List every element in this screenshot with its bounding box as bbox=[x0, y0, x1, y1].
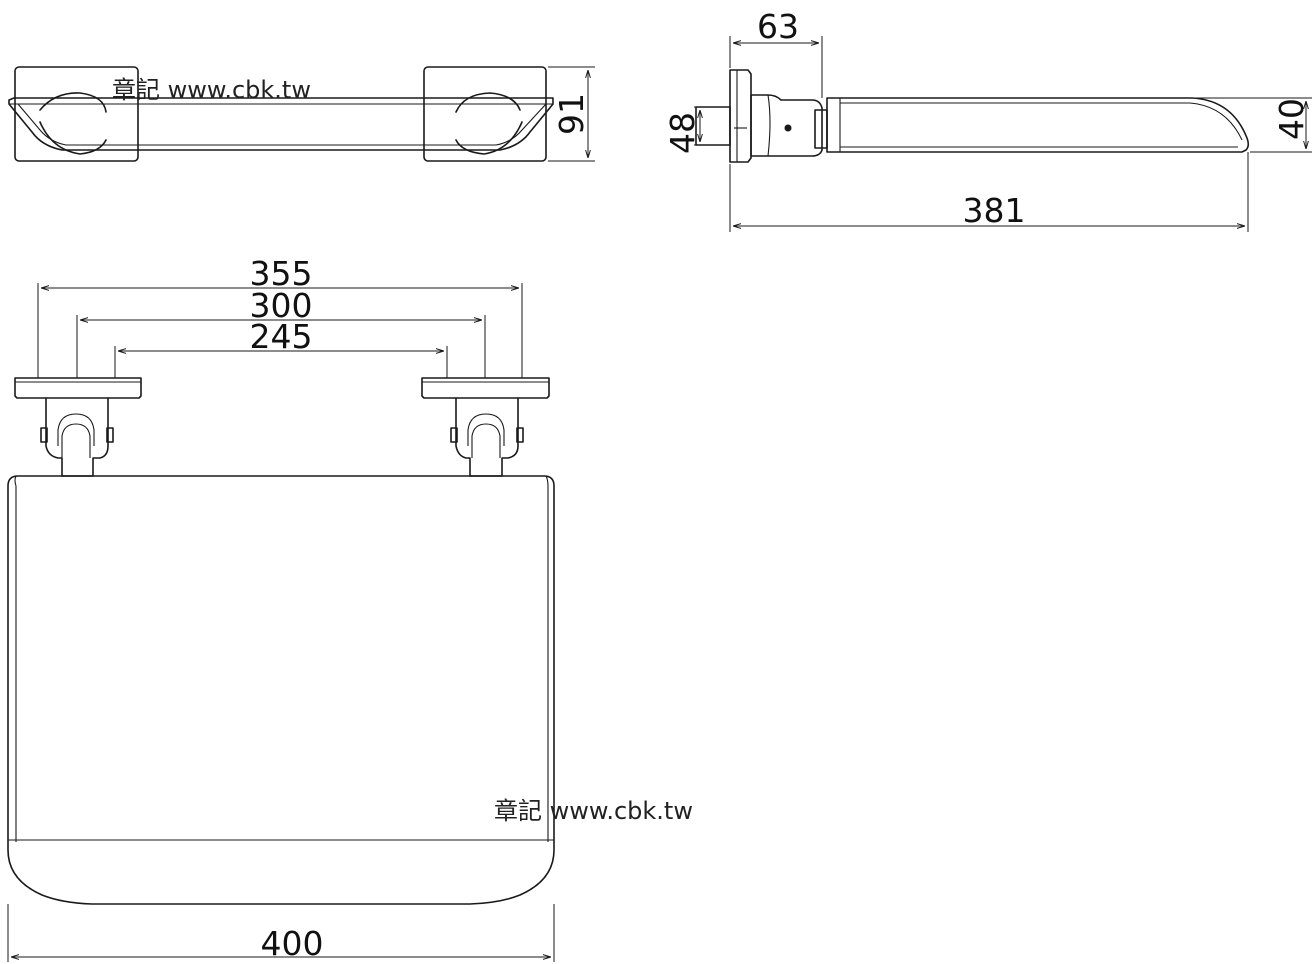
pivot-screw-icon bbox=[784, 124, 792, 132]
plan-left-screw-b-icon bbox=[106, 427, 114, 443]
left-wall-plate bbox=[14, 66, 139, 162]
front-view: 91 bbox=[8, 66, 595, 162]
dim-inner-span: 245 bbox=[250, 317, 313, 356]
plan-right-bracket bbox=[455, 397, 519, 477]
watermark-bottom: 章記 www.cbk.tw bbox=[494, 791, 693, 826]
watermark-top-prefix: 章記 bbox=[112, 76, 160, 104]
seat-board bbox=[7, 475, 555, 905]
plan-left-screw-a-icon bbox=[40, 427, 48, 443]
side-hinge bbox=[814, 109, 828, 149]
dim-side-length: 381 bbox=[963, 191, 1026, 230]
plan-left-wall-plate bbox=[14, 377, 142, 399]
dim-top-height: 91 bbox=[552, 93, 591, 135]
plan-right-screw-a-icon bbox=[450, 427, 458, 443]
seat-bar bbox=[8, 97, 554, 151]
plan-view: 355 300 245 400 bbox=[7, 254, 555, 963]
side-view: 63 48 40 381 bbox=[663, 7, 1312, 232]
watermark-top: 章記 www.cbk.tw bbox=[112, 70, 311, 105]
watermark-bottom-prefix: 章記 bbox=[494, 797, 542, 825]
side-wall-plate bbox=[729, 69, 752, 163]
dim-side-bracket-height: 48 bbox=[663, 112, 702, 154]
seat-bar-inner-line bbox=[17, 103, 547, 146]
right-hub-bottom bbox=[455, 121, 523, 155]
side-seat-arm bbox=[826, 97, 1250, 153]
left-hub-bottom bbox=[39, 121, 107, 155]
plan-right-screw-b-icon bbox=[516, 427, 524, 443]
dim-side-depth: 63 bbox=[757, 7, 799, 46]
watermark-top-site: www.cbk.tw bbox=[167, 76, 311, 104]
dim-seat-width: 400 bbox=[261, 924, 324, 963]
plan-left-bracket bbox=[45, 397, 109, 477]
dim-outer-span: 355 bbox=[250, 254, 313, 293]
watermark-bottom-site: www.cbk.tw bbox=[549, 797, 693, 825]
right-hub-top bbox=[455, 92, 521, 113]
dim-mid-span: 300 bbox=[250, 286, 313, 325]
side-mount-housing bbox=[750, 94, 823, 157]
dim-side-seat-thickness: 40 bbox=[1272, 98, 1311, 140]
right-wall-plate bbox=[423, 66, 547, 162]
left-hub-top bbox=[39, 92, 107, 113]
plan-right-wall-plate bbox=[421, 377, 550, 399]
